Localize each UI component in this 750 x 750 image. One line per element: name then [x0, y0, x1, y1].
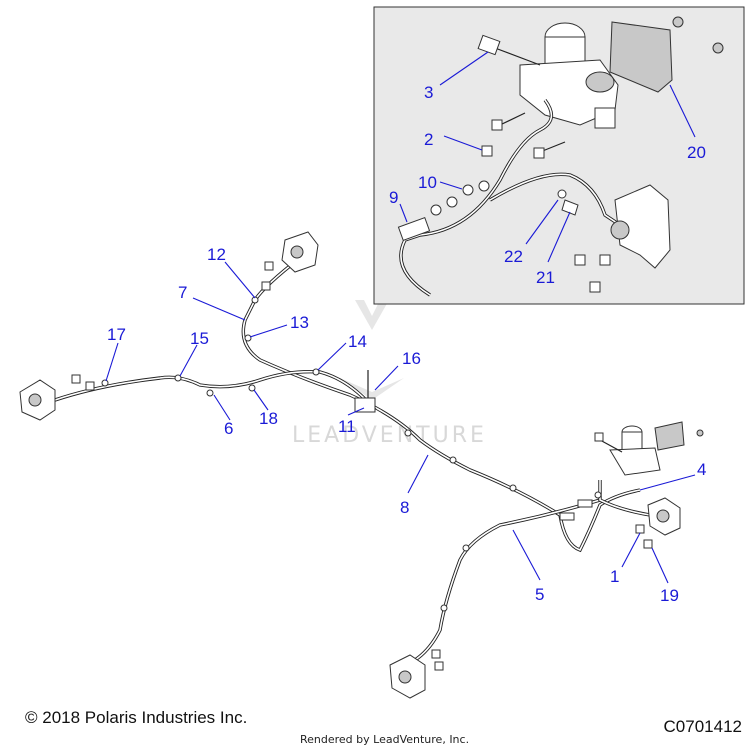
- main-master-cylinder: [609, 447, 661, 476]
- callout-2: 2: [424, 130, 433, 149]
- clevis: [477, 34, 501, 56]
- watermark-logo-icon: [340, 300, 404, 400]
- callout-18: 18: [259, 409, 278, 428]
- brake-lines: [54, 256, 651, 662]
- callouts: 3 2 20 10 9 22 21 12 7 13 14 16 15 17 6 …: [107, 83, 706, 605]
- callout-13: 13: [290, 313, 309, 332]
- copyright-text: © 2018 Polaris Industries Inc.: [25, 708, 248, 727]
- components: [19, 231, 704, 699]
- inset-caliper: [614, 184, 671, 269]
- junction-block: [354, 397, 376, 413]
- callout-3: 3: [424, 83, 433, 102]
- inset-detail: [373, 6, 745, 305]
- watermark-text: LEADVENTURE: [292, 423, 487, 448]
- fitting: [397, 216, 431, 242]
- callout-20: 20: [687, 143, 706, 162]
- callout-12: 12: [207, 245, 226, 264]
- callout-22: 22: [504, 247, 523, 266]
- callout-1: 1: [610, 567, 619, 586]
- callout-5: 5: [535, 585, 544, 604]
- callout-14: 14: [348, 332, 367, 351]
- bracket-plate: [609, 21, 673, 93]
- callout-6: 6: [224, 419, 233, 438]
- watermark: LEADVENTURE: [292, 300, 487, 448]
- callout-19: 19: [660, 586, 679, 605]
- callout-9: 9: [389, 188, 398, 207]
- callout-4: 4: [697, 460, 706, 479]
- leader-lines: [105, 51, 696, 584]
- diagram-id: C0701412: [663, 717, 742, 736]
- callout-10: 10: [418, 173, 437, 192]
- callout-7: 7: [178, 283, 187, 302]
- callout-8: 8: [400, 498, 409, 517]
- callout-21: 21: [536, 268, 555, 287]
- callout-15: 15: [190, 329, 209, 348]
- callout-16: 16: [402, 349, 421, 368]
- rendered-by-text: Rendered by LeadVenture, Inc.: [300, 733, 470, 746]
- callout-11: 11: [338, 417, 356, 436]
- callout-17: 17: [107, 325, 126, 344]
- push-rod: [494, 47, 541, 66]
